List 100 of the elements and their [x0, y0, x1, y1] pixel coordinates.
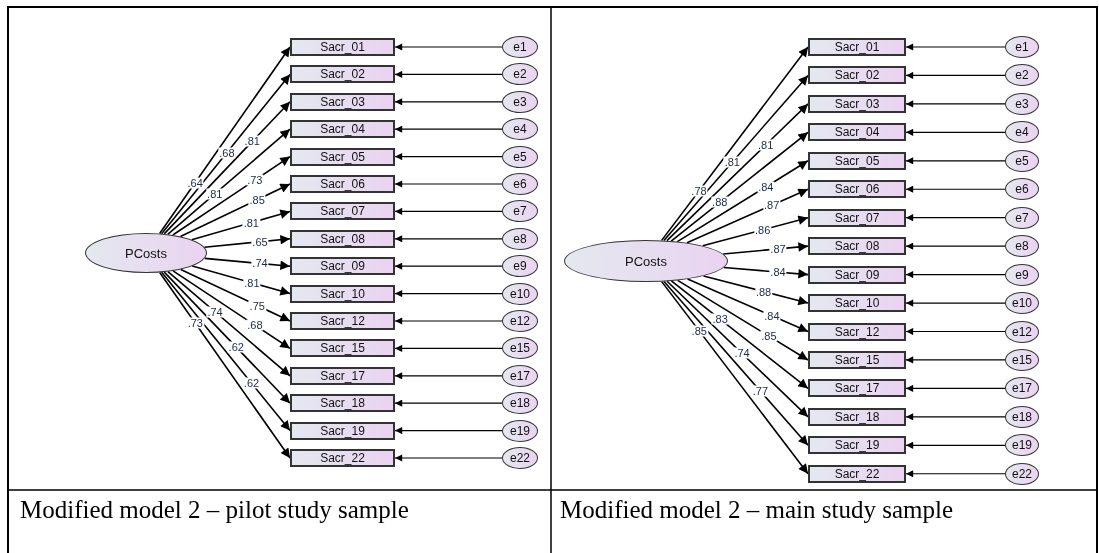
node-label: Sacr_01: [320, 40, 365, 54]
arrow: [394, 344, 503, 352]
observed-variable-box: [290, 394, 395, 413]
observed-variable-box: [808, 407, 906, 426]
node-label: Sacr_05: [834, 153, 880, 168]
error-term-ellipse: [1005, 178, 1039, 201]
node-label: e5: [513, 149, 527, 164]
arrow: [905, 384, 1006, 392]
error-term-ellipse: [502, 447, 538, 469]
node-label: e8: [513, 231, 527, 246]
observed-variable-box: [808, 237, 906, 256]
arrow: [172, 155, 291, 236]
observed-variable-box: [290, 92, 395, 111]
edge-label: .62: [227, 341, 245, 353]
node-label: Sacr_03: [320, 94, 365, 109]
arrow: [905, 413, 1006, 421]
observed-variable-box: [290, 202, 395, 221]
arrow: [663, 74, 809, 242]
edge-label: .74: [733, 347, 751, 359]
arrow: [905, 470, 1006, 478]
arrow: [905, 299, 1006, 307]
edge-label: .88: [711, 196, 729, 208]
node-label: e15: [1012, 352, 1032, 367]
edge-label: .68: [218, 147, 236, 159]
observed-variable-box: [808, 66, 906, 85]
arrow: [394, 372, 503, 380]
node-label: e4: [513, 122, 527, 137]
error-term-ellipse: [502, 173, 538, 195]
arrow: [180, 268, 291, 322]
arrow: [905, 100, 1006, 108]
observed-variable-box: [808, 151, 906, 170]
node-label: PCosts: [125, 245, 167, 261]
node-label: e22: [510, 451, 530, 465]
observed-variable-box: [290, 257, 395, 276]
node-label: Sacr_07: [320, 204, 365, 219]
node-label: Sacr_10: [834, 296, 880, 311]
node-label: e3: [513, 94, 527, 109]
node-label: Sacr_04: [834, 125, 880, 140]
arrow: [905, 214, 1006, 222]
observed-variable-box: [290, 38, 395, 56]
node-label: e19: [510, 423, 530, 438]
node-label: Sacr_07: [834, 210, 880, 225]
node-label: PCosts: [625, 253, 667, 269]
arrow: [686, 278, 809, 333]
node-label: e9: [513, 259, 527, 274]
arrow: [394, 125, 503, 133]
error-term-ellipse: [1005, 206, 1039, 229]
edge-label: .65: [251, 236, 269, 248]
observed-variable-box: [290, 65, 395, 84]
error-term-ellipse: [1005, 377, 1039, 400]
node-label: Sacr_02: [834, 68, 880, 83]
edge-label: .84: [769, 266, 787, 278]
observed-variable-box: [808, 350, 906, 369]
node-label: Sacr_17: [320, 368, 365, 383]
error-term-ellipse: [502, 392, 538, 415]
arrow: [394, 427, 503, 435]
arrow: [163, 271, 291, 404]
node-label: Sacr_18: [834, 409, 880, 424]
error-term-ellipse: [502, 282, 538, 305]
node-label: Sacr_22: [320, 451, 365, 465]
edge-label: .88: [754, 286, 773, 297]
arrow: [905, 157, 1006, 165]
error-term-ellipse: [1005, 149, 1039, 172]
arrow: [179, 183, 291, 238]
edge-label: .68: [246, 319, 264, 331]
node-label: e19: [1012, 438, 1032, 453]
arrow: [394, 98, 503, 106]
node-label: Sacr_06: [834, 182, 880, 197]
arrow: [905, 327, 1006, 336]
arrow: [160, 271, 291, 432]
observed-variable-box: [290, 421, 395, 440]
node-label: Sacr_02: [320, 67, 365, 82]
node-label: e2: [513, 67, 527, 82]
edge-label: .86: [754, 224, 772, 236]
observed-variable-box: [290, 175, 395, 193]
error-term-ellipse: [502, 200, 538, 223]
node-label: e8: [1015, 239, 1029, 254]
arrow: [905, 43, 1006, 51]
node-label: Sacr_09: [834, 267, 880, 282]
node-label: Sacr_15: [320, 341, 365, 356]
error-term-ellipse: [502, 90, 538, 113]
arrow: [722, 242, 809, 255]
edge-label: .84: [757, 181, 775, 193]
arrow: [666, 280, 809, 418]
edge-label: .85: [690, 325, 708, 337]
arrow: [394, 235, 503, 243]
observed-variable-box: [808, 38, 906, 56]
node-label: e17: [1012, 381, 1032, 396]
observed-variable-box: [808, 294, 906, 313]
arrow: [905, 242, 1006, 250]
error-term-ellipse: [502, 364, 538, 387]
latent-variable-ellipse: [85, 233, 207, 273]
edge-label: .81: [206, 188, 224, 200]
node-label: Sacr_01: [834, 40, 880, 54]
observed-variable-box: [290, 147, 395, 166]
node-label: e18: [1012, 409, 1032, 424]
arrow: [191, 265, 291, 296]
arrow: [905, 185, 1006, 193]
node-label: e5: [1015, 153, 1029, 168]
node-label: e18: [510, 396, 530, 411]
